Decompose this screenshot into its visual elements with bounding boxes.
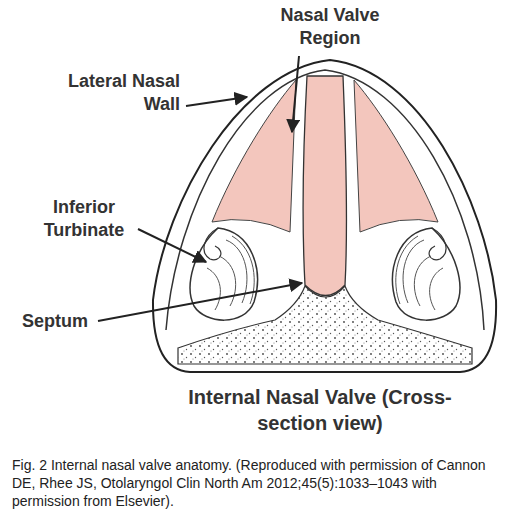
leader-arrow bbox=[138, 229, 206, 262]
turbinate-hatch bbox=[403, 240, 424, 303]
part-label: Septum bbox=[22, 310, 102, 333]
outer-nose-outline bbox=[153, 60, 496, 372]
right-turbinate bbox=[393, 228, 460, 320]
turbinate-hatch bbox=[430, 268, 443, 310]
left-turbinate bbox=[190, 228, 257, 320]
turbinate-hatch bbox=[414, 256, 431, 306]
septum-strip bbox=[303, 76, 346, 296]
inner-skin-line bbox=[166, 70, 484, 330]
part-label: Inferior Turbinate bbox=[28, 196, 140, 241]
turbinate-hatch bbox=[396, 236, 418, 304]
leader-arrow bbox=[292, 56, 299, 132]
right-valve-cavity bbox=[354, 80, 438, 232]
turbinate-outline bbox=[190, 228, 257, 320]
figure-caption: Fig. 2 Internal nasal valve anatomy. (Re… bbox=[12, 456, 498, 511]
figure-title: Internal Nasal Valve (Cross-section view… bbox=[180, 384, 460, 436]
turbinate-outline bbox=[393, 228, 460, 320]
part-label: Lateral Nasal Wall bbox=[40, 70, 180, 115]
turbinate-curl bbox=[429, 228, 446, 260]
left-valve-cavity bbox=[212, 80, 296, 232]
leader-arrow bbox=[98, 283, 302, 321]
leader-arrow bbox=[186, 97, 247, 106]
turbinate-curl bbox=[204, 228, 221, 260]
part-label: Nasal Valve Region bbox=[262, 4, 398, 49]
turbinate-hatch bbox=[207, 268, 220, 310]
